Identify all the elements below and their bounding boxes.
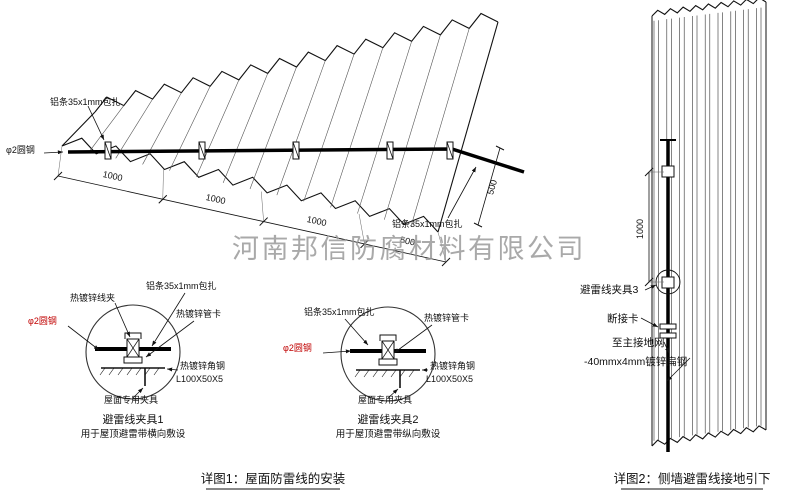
leader-d2-fixture	[387, 388, 399, 399]
wall-label-ground: 至主接地网	[612, 336, 665, 349]
wall-clamp-lower	[661, 276, 675, 289]
disconnect-clamp-bottom-bar	[659, 332, 677, 339]
leader-alu-top	[87, 105, 105, 141]
leader-d1-clip	[114, 302, 131, 338]
d1-subtitle: 用于屋顶避雷带横向敷设	[81, 428, 186, 440]
d1-label-angle: 热镀锌角钢	[180, 360, 225, 371]
leader-wall-disconnect	[640, 317, 659, 328]
detail-circle-1: 热镀锌线夹 铝条35x1mm包扎 热镀锌管卡 φ2圆钢 热镀锌角钢 L100X5…	[28, 280, 225, 440]
wall-label-flat-steel: -40mmx4mm镀锌扁钢	[584, 355, 687, 368]
d1-label-alu: 铝条35x1mm包扎	[146, 280, 217, 291]
caption-detail1: 详图1：屋面防雷线的安装	[201, 471, 345, 486]
d1-label-pipe-clamp: 热镀锌管卡	[176, 308, 221, 319]
roof-dim-1000-c: 1000	[306, 214, 328, 228]
roof-isometric-view: 铝条35x1mm包扎 φ2圆钢 铝条35x1mm包扎 1000 1000 100…	[6, 12, 525, 267]
detail-circle-2: 铝条35x1mm包扎 热镀锌管卡 φ2圆钢 热镀锌角钢 L100X50X5 屋面…	[283, 305, 475, 440]
disconnect-clamp-top-bar	[659, 323, 677, 330]
roof-back-corrugation-edge	[94, 12, 499, 113]
wall-clamp-upper	[661, 165, 675, 178]
d1-label-rod: φ2圆钢	[28, 315, 57, 326]
roof-dim-1000-b: 1000	[205, 192, 227, 206]
leader-wall-flat-steel	[666, 357, 691, 382]
leader-d2-rod	[322, 349, 352, 354]
roof-label-alu-right: 铝条35x1mm包扎	[392, 218, 463, 229]
d2-label-angle: 热镀锌角钢	[430, 360, 475, 371]
roof-wire-clamps	[104, 141, 454, 160]
wall-dim-1000: 1000	[635, 219, 645, 239]
leader-d1-angle	[166, 367, 179, 372]
wall-label-clamp3: 避雷线夹具3	[580, 283, 638, 296]
caption-detail2: 详图2：侧墙避雷线接地引下	[614, 471, 771, 486]
leader-d1-pipe	[145, 320, 195, 358]
company-watermark: 河南邦信防腐材料有限公司	[232, 234, 586, 264]
leader-d1-alu	[151, 292, 186, 347]
d1-label-angle-spec: L100X50X5	[176, 374, 223, 384]
wall-label-disconnect: 断接卡	[607, 312, 639, 325]
leader-wall-clamp3	[644, 284, 657, 291]
wall-view: 1000 避雷线夹具3 断接卡 至主接地网 -40mmx4mm镀锌扁钢	[580, 0, 767, 452]
d2-label-fixture: 屋面专用夹具	[358, 394, 412, 405]
d2-subtitle: 用于屋顶避雷带纵向敷设	[336, 428, 441, 440]
leader-d2-alu	[344, 318, 369, 346]
d2-label-rod: φ2圆钢	[283, 342, 312, 353]
d2-label-pipe-clamp: 热镀锌管卡	[424, 312, 469, 323]
roof-dimension-lines	[53, 145, 505, 267]
clamp-detail-2-drawing	[339, 305, 437, 403]
leader-alu-right	[447, 166, 477, 219]
roof-left-edge	[61, 111, 96, 147]
d1-label-clip: 热镀锌线夹	[70, 292, 115, 303]
captions: 详图1：屋面防雷线的安装 详图2：侧墙避雷线接地引下	[201, 471, 771, 490]
d1-label-fixture: 屋面专用夹具	[104, 394, 158, 405]
leader-d2-pipe	[393, 324, 433, 354]
roof-dim-500-b: 500	[485, 179, 499, 196]
roof-label-rod: φ2圆钢	[6, 144, 35, 155]
roof-dim-500-a: 500	[399, 235, 416, 248]
roof-dim-1000-a: 1000	[102, 169, 124, 183]
roof-label-alu-top: 铝条35x1mm包扎	[50, 96, 121, 107]
d2-label-alu: 铝条35x1mm包扎	[304, 306, 375, 317]
d2-title: 避雷线夹具2	[357, 412, 418, 426]
clamp-detail-1-drawing	[84, 303, 182, 401]
roof-front-corrugation-edge	[61, 137, 439, 233]
leader-rod	[43, 150, 64, 155]
leader-d1-rod	[67, 325, 100, 351]
wall-top-corrugation-edge	[651, 0, 767, 17]
wall-bottom-corrugation-edge	[651, 425, 767, 447]
leader-wall-ground	[663, 341, 670, 354]
d1-title: 避雷线夹具1	[102, 412, 163, 426]
roof-ridge-lines	[88, 28, 470, 226]
leader-d1-fixture	[132, 387, 144, 399]
d2-label-angle-spec: L100X50X5	[426, 374, 473, 384]
wall-dimension-lines	[644, 167, 664, 287]
roof-right-edge	[437, 21, 499, 233]
